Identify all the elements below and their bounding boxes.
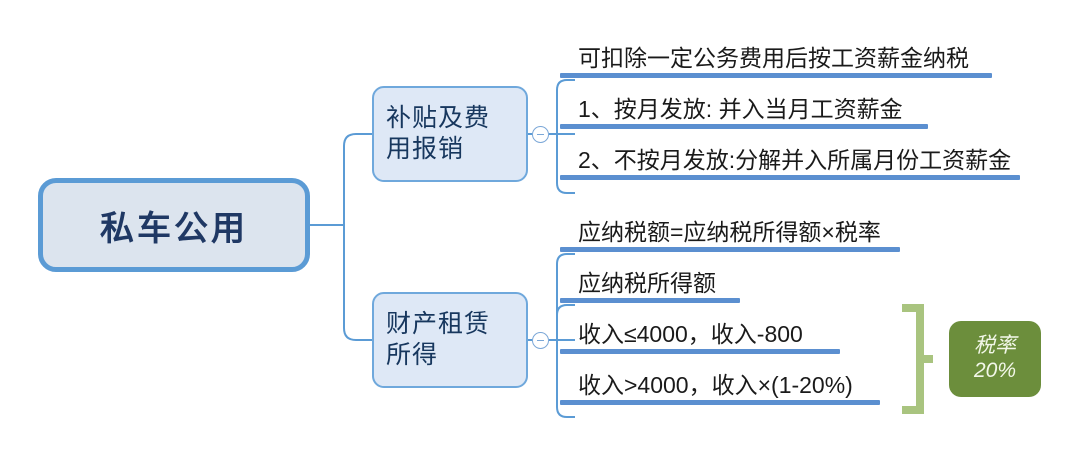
leaf-node-label: 收入>4000，收入×(1-20%) — [578, 372, 853, 398]
minus-bar — [537, 133, 544, 136]
leaf-node[interactable]: 收入≤4000，收入-800 — [560, 321, 840, 355]
root-node-label: 私车公用 — [100, 209, 248, 248]
leaf-node[interactable]: 1、按月发放: 并入当月工资薪金 — [560, 96, 928, 130]
leaf-node-label: 可扣除一定公务费用后按工资薪金纳税 — [578, 45, 969, 71]
leaf-underline — [560, 124, 928, 130]
leaf-node[interactable]: 可扣除一定公务费用后按工资薪金纳税 — [560, 45, 992, 79]
leaf-node-label: 应纳税所得额 — [578, 270, 716, 296]
minus-circle-icon[interactable] — [532, 332, 549, 349]
branch-node-label: 财产租赁所得 — [386, 309, 491, 369]
branch-node-subsidy[interactable]: 补贴及费用报销 — [372, 86, 528, 182]
branch-node-lease-income[interactable]: 财产租赁所得 — [372, 292, 528, 388]
tax-rate-title: 税率 — [974, 334, 1016, 358]
leaf-node-label: 1、按月发放: 并入当月工资薪金 — [578, 96, 903, 122]
tax-rate-value: 20% — [973, 359, 1017, 382]
leaf-underline — [560, 298, 740, 304]
minus-bar — [537, 339, 544, 342]
leaf-underline — [560, 349, 840, 355]
leaf-node-label: 2、不按月发放:分解并入所属月份工资薪金 — [578, 147, 1012, 173]
root-node[interactable]: 私车公用 — [38, 178, 310, 272]
right-brace-icon — [902, 304, 933, 414]
branch-node-label: 补贴及费用报销 — [386, 103, 491, 163]
leaf-node[interactable]: 2、不按月发放:分解并入所属月份工资薪金 — [560, 147, 1020, 181]
leaf-underline — [560, 175, 1020, 181]
leaf-node-label: 收入≤4000，收入-800 — [578, 321, 803, 347]
leaf-underline — [560, 247, 900, 253]
leaf-node[interactable]: 应纳税所得额 — [560, 270, 740, 304]
leaf-node[interactable]: 应纳税额=应纳税所得额×税率 — [560, 219, 900, 253]
leaf-node[interactable]: 收入>4000，收入×(1-20%) — [560, 372, 880, 406]
minus-circle-icon[interactable] — [532, 126, 549, 143]
leaf-underline — [560, 73, 992, 79]
leaf-node-label: 应纳税额=应纳税所得额×税率 — [578, 219, 881, 245]
leaf-underline — [560, 400, 880, 406]
tax-rate-callout[interactable]: 税率 20% — [949, 321, 1041, 397]
